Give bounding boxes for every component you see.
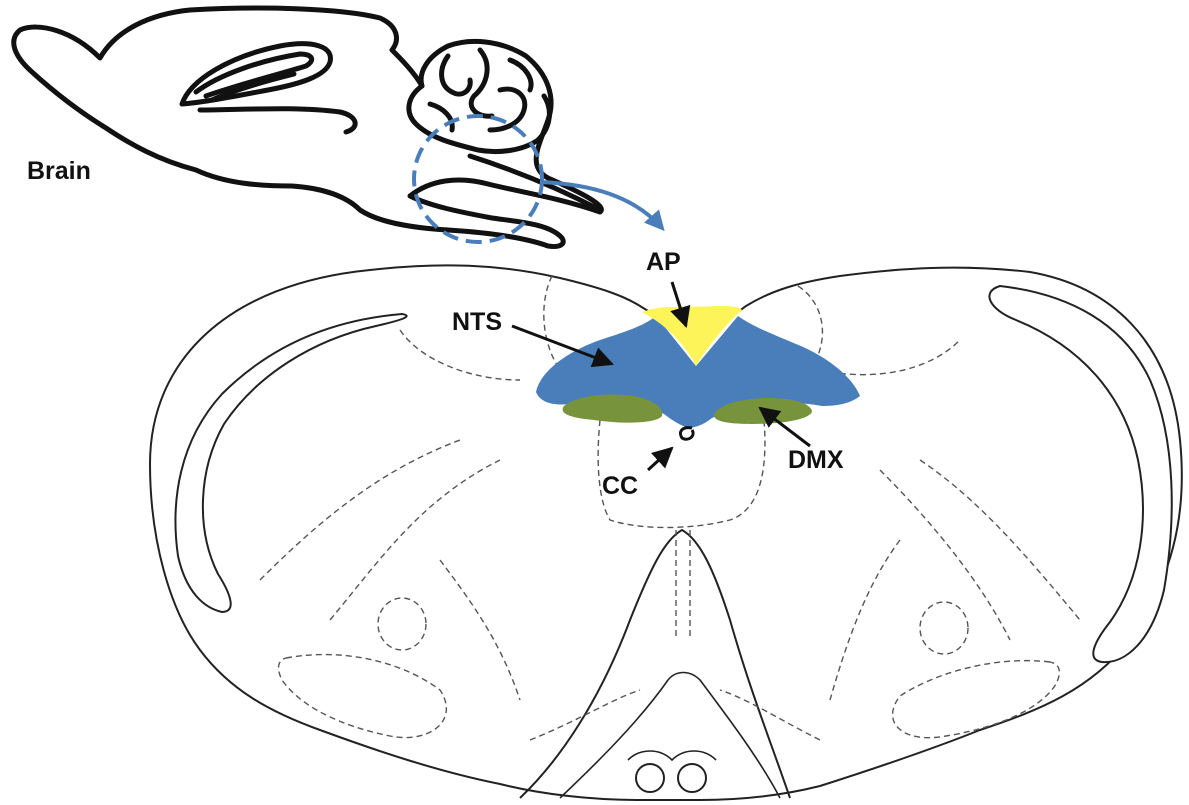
label-brain: Brain [27,157,91,185]
pyramid-left [636,764,664,792]
coronal-section [150,265,1182,800]
brainstem-highlight-circle [414,116,542,242]
label-nts: NTS [452,308,502,336]
pyramid-right [678,764,706,792]
cerebellum [409,86,550,152]
label-ap: AP [646,248,681,276]
label-dmx: DMX [788,446,844,474]
label-cc: CC [602,472,638,500]
